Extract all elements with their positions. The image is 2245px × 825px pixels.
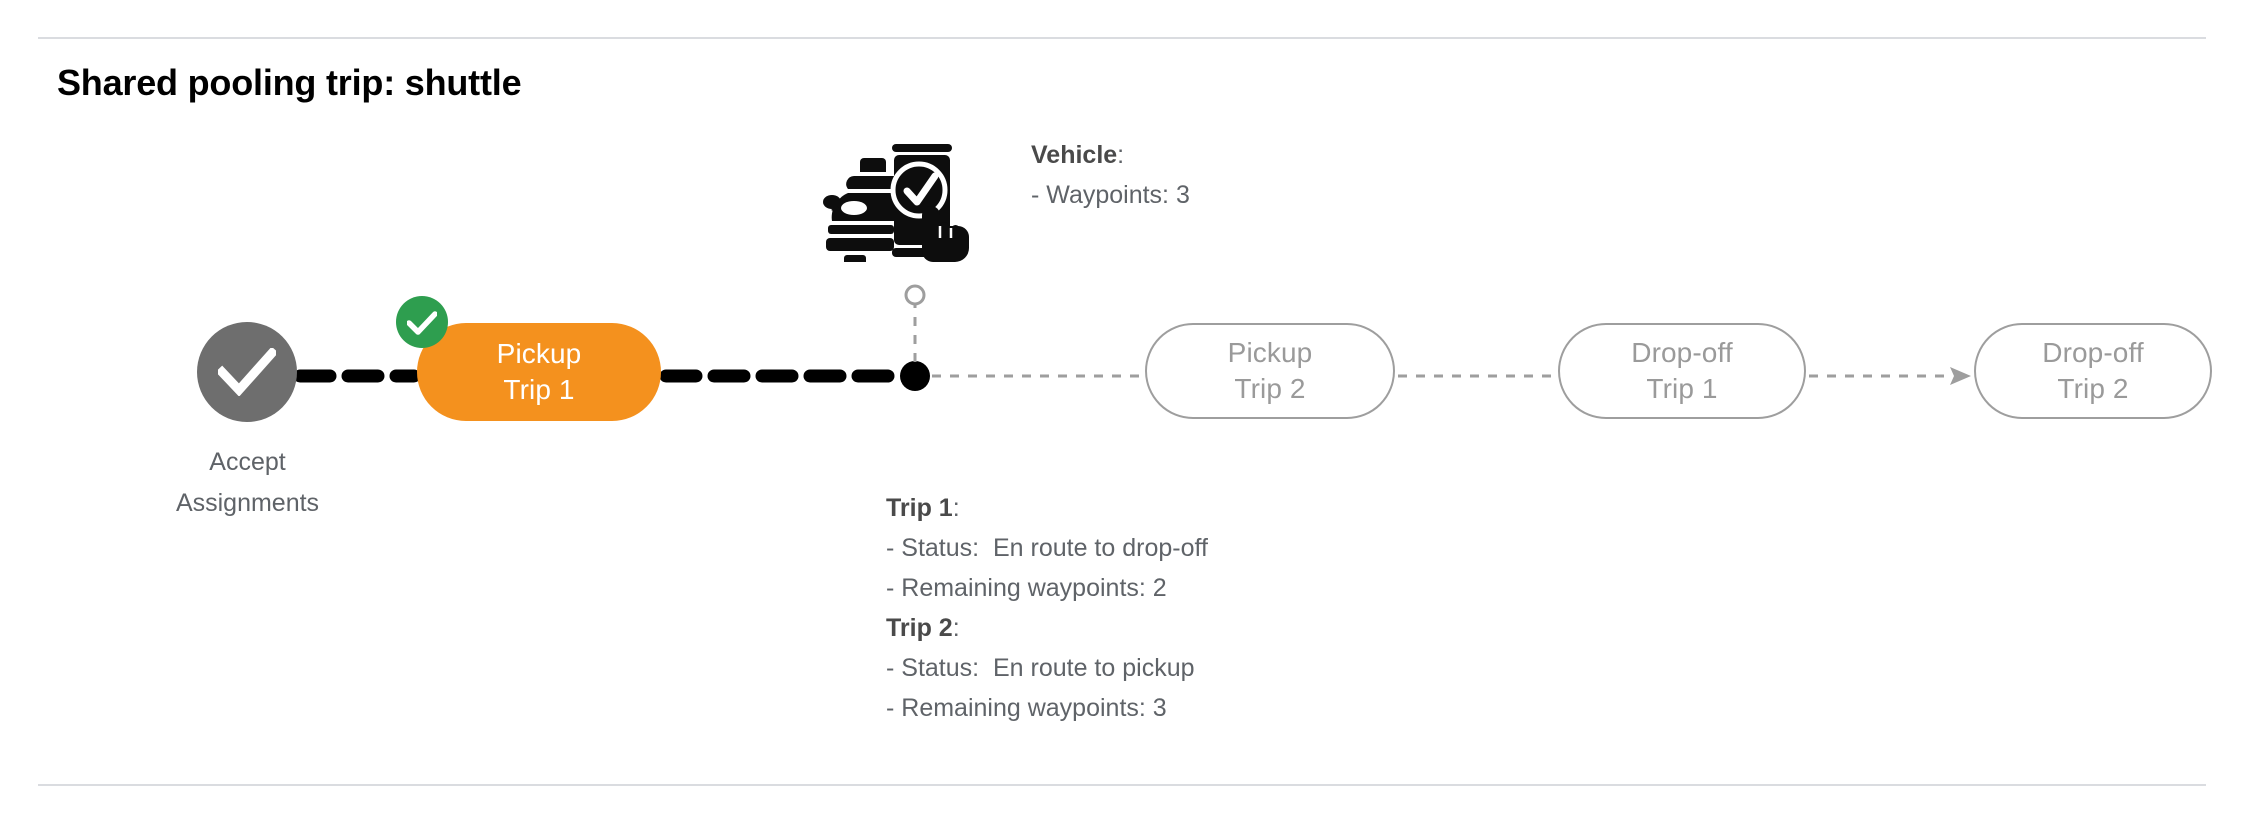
node-dropoff-trip-2-line-1: Drop-off [2042,337,2144,368]
bottom-divider [38,784,2206,786]
trip-2-note-heading: Trip 2 [886,614,953,642]
node-dropoff-trip-1[interactable]: Drop-off Trip 1 [1558,323,1806,419]
page-title: Shared pooling trip: shuttle [57,62,522,103]
connector-start-to-active [293,369,421,383]
node-pickup-trip-1-active[interactable]: Pickup Trip 1 [417,323,661,421]
node-pickup-trip-2-line-1: Pickup [1227,337,1313,368]
start-node-label-line-1: Accept [209,448,286,476]
trip-notes: Trip 1: - Status: En route to drop-off -… [886,488,1208,728]
node-pickup-trip-1-line-2: Trip 1 [503,374,575,405]
node-dropoff-trip-1-line-2: Trip 1 [1646,373,1718,404]
vehicle-note-heading-suffix: : [1117,141,1125,169]
check-circle-filled-icon [197,322,297,422]
top-divider [38,37,2206,39]
node-pickup-trip-1-line-1: Pickup [496,338,582,369]
start-node-label-line-2: Assignments [175,489,320,517]
start-node-label: Accept Assignments [100,442,395,524]
trip-1-note-status: - Status: En route to drop-off [886,534,1208,562]
vehicle-phone-check-icon [818,122,978,262]
trip-2-note-status: - Status: En route to pickup [886,654,1195,682]
vehicle-leader-line [904,284,926,362]
node-pickup-trip-2-line-2: Trip 2 [1234,373,1306,404]
node-pickup-trip-2[interactable]: Pickup Trip 2 [1145,323,1395,419]
node-dropoff-trip-2[interactable]: Drop-off Trip 2 [1974,323,2212,419]
start-node-accept-assignments[interactable] [197,322,297,422]
check-badge-icon [396,296,448,348]
vehicle-note-heading: Vehicle [1031,141,1118,169]
vehicle-note-line-1: - Waypoints: 3 [1031,181,1190,209]
arrow-head-icon [1950,367,1971,385]
current-position-dot-icon [900,361,930,391]
connector-dropoff-trip-1-to-dropoff-trip-2 [1809,367,1971,385]
trip-1-note-waypoints: - Remaining waypoints: 2 [886,574,1167,602]
trip-1-note-heading: Trip 1 [886,494,953,522]
node-dropoff-trip-1-line-1: Drop-off [1631,337,1733,368]
trip-2-note-heading-suffix: : [952,614,960,642]
trip-2-note-waypoints: - Remaining waypoints: 3 [886,694,1167,722]
vehicle-note: Vehicle: - Waypoints: 3 [1031,135,1190,215]
node-dropoff-trip-2-line-2: Trip 2 [2057,373,2129,404]
trip-1-note-heading-suffix: : [952,494,960,522]
connector-active-to-position [659,369,912,383]
